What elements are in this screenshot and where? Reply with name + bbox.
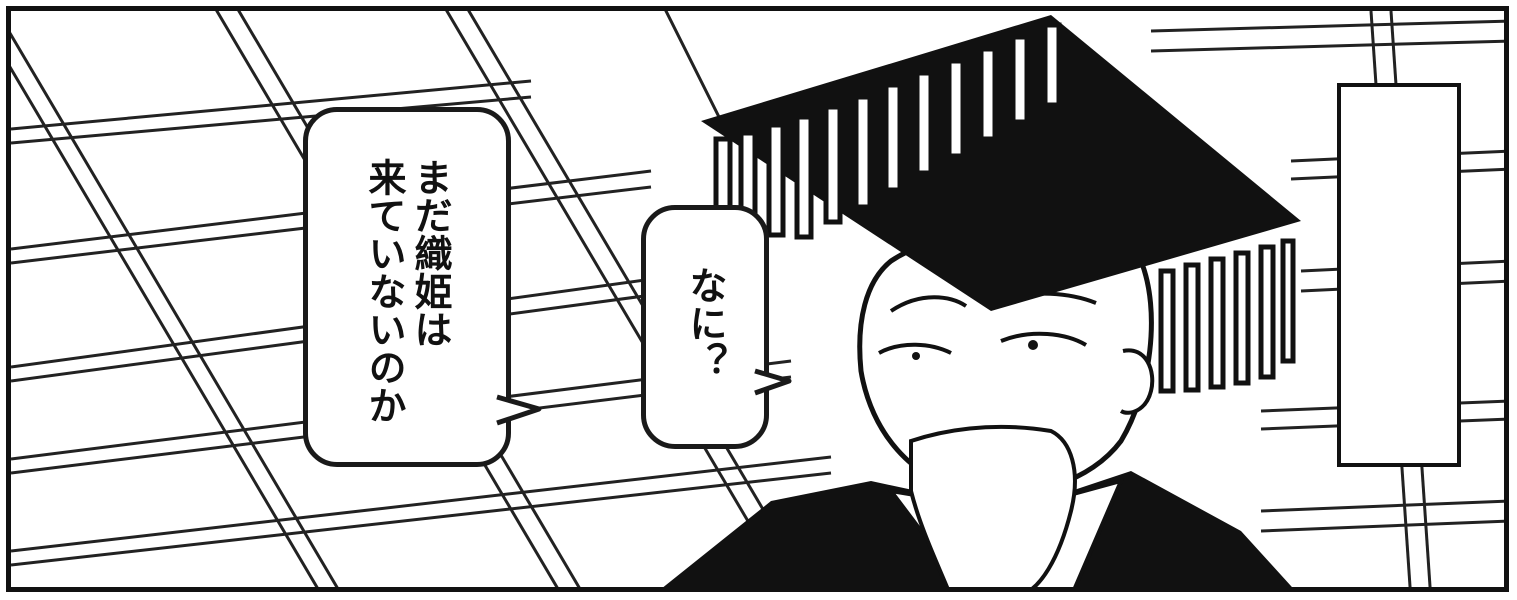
crown-tassels [713,22,1296,394]
speech-text-line1: まだ織姫は [408,158,452,348]
speech-text-line2: 来ていないのか [362,158,406,424]
speech-text-nani: なに？ [683,266,727,380]
emperor-figure [663,15,1301,587]
narration-box [1337,83,1461,467]
speech-tail-left [496,394,542,426]
speech-bubble-left: まだ織姫は 来ていないのか [303,107,511,467]
speech-tail-middle [754,368,792,396]
speech-bubble-middle: なに？ [641,205,769,449]
comic-panel: まだ織姫は 来ていないのか なに？ [6,6,1509,592]
